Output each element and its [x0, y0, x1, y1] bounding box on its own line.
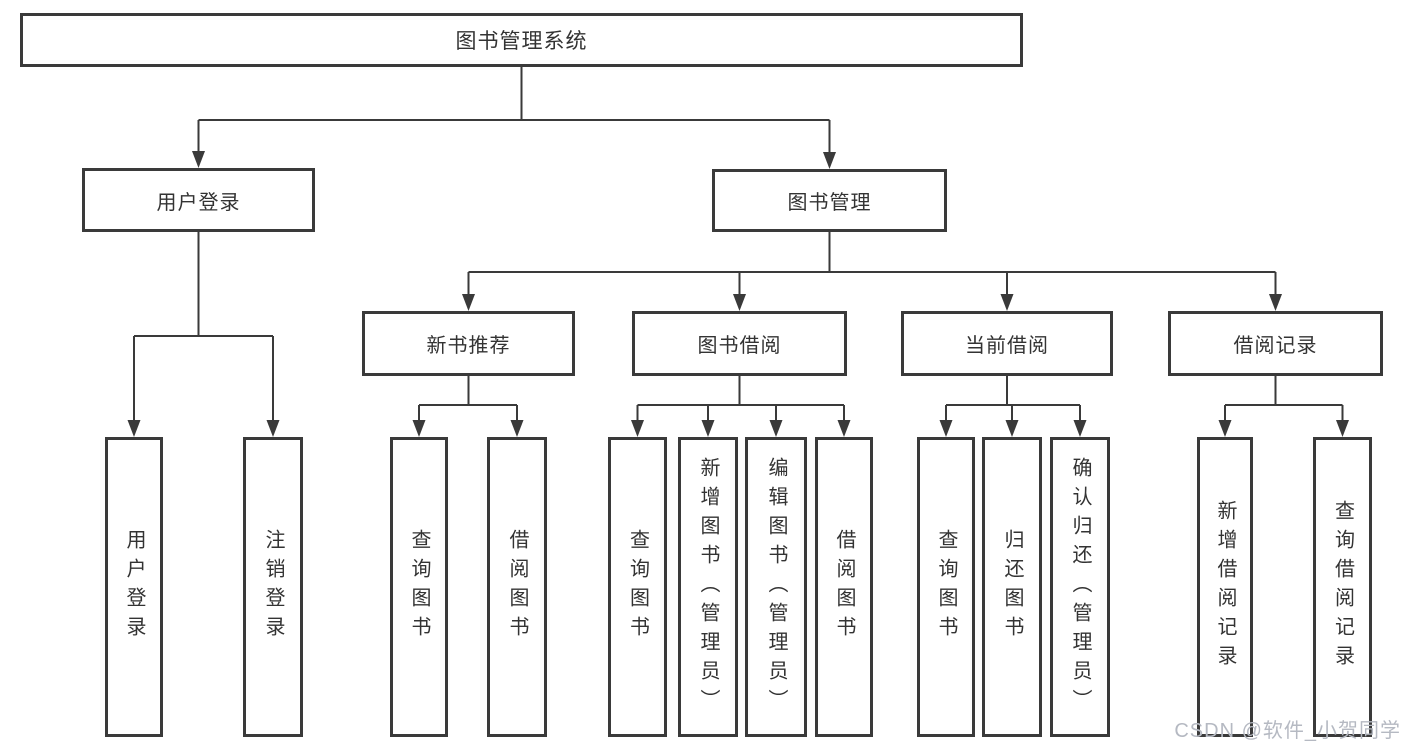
- leaf-return-books: 归还图书: [982, 437, 1042, 737]
- node-current-borrowing: 当前借阅: [901, 311, 1113, 376]
- leaf-borrow-books: 借阅图书: [815, 437, 873, 737]
- connector-segments: [133, 67, 1344, 422]
- leaf-confirm-return-admin: 确认归还（管理员）: [1050, 437, 1110, 737]
- leaf-add-books-admin: 新增图书（管理员）: [678, 437, 738, 737]
- leaf-add-borrow-record: 新增借阅记录: [1197, 437, 1253, 737]
- leaf-borrow-books-recommend: 借阅图书: [487, 437, 547, 737]
- node-user-login: 用户登录: [82, 168, 315, 232]
- node-book-management: 图书管理: [712, 169, 947, 232]
- leaf-edit-books-admin: 编辑图书（管理员）: [745, 437, 807, 737]
- node-borrowing-records: 借阅记录: [1168, 311, 1383, 376]
- node-library-management-system: 图书管理系统: [20, 13, 1023, 67]
- leaf-query-books-recommend: 查询图书: [390, 437, 448, 737]
- node-book-borrowing: 图书借阅: [632, 311, 847, 376]
- csdn-watermark: CSDN @软件_小贺同学: [1174, 720, 1401, 742]
- node-new-book-recommendation: 新书推荐: [362, 311, 575, 376]
- leaf-logout: 注销登录: [243, 437, 303, 737]
- leaf-query-borrow-record: 查询借阅记录: [1313, 437, 1372, 737]
- arrowhead-icons: [127, 151, 1349, 437]
- leaf-user-login: 用户登录: [105, 437, 163, 737]
- leaf-query-books-current: 查询图书: [917, 437, 975, 737]
- leaf-query-books-borrowing: 查询图书: [608, 437, 667, 737]
